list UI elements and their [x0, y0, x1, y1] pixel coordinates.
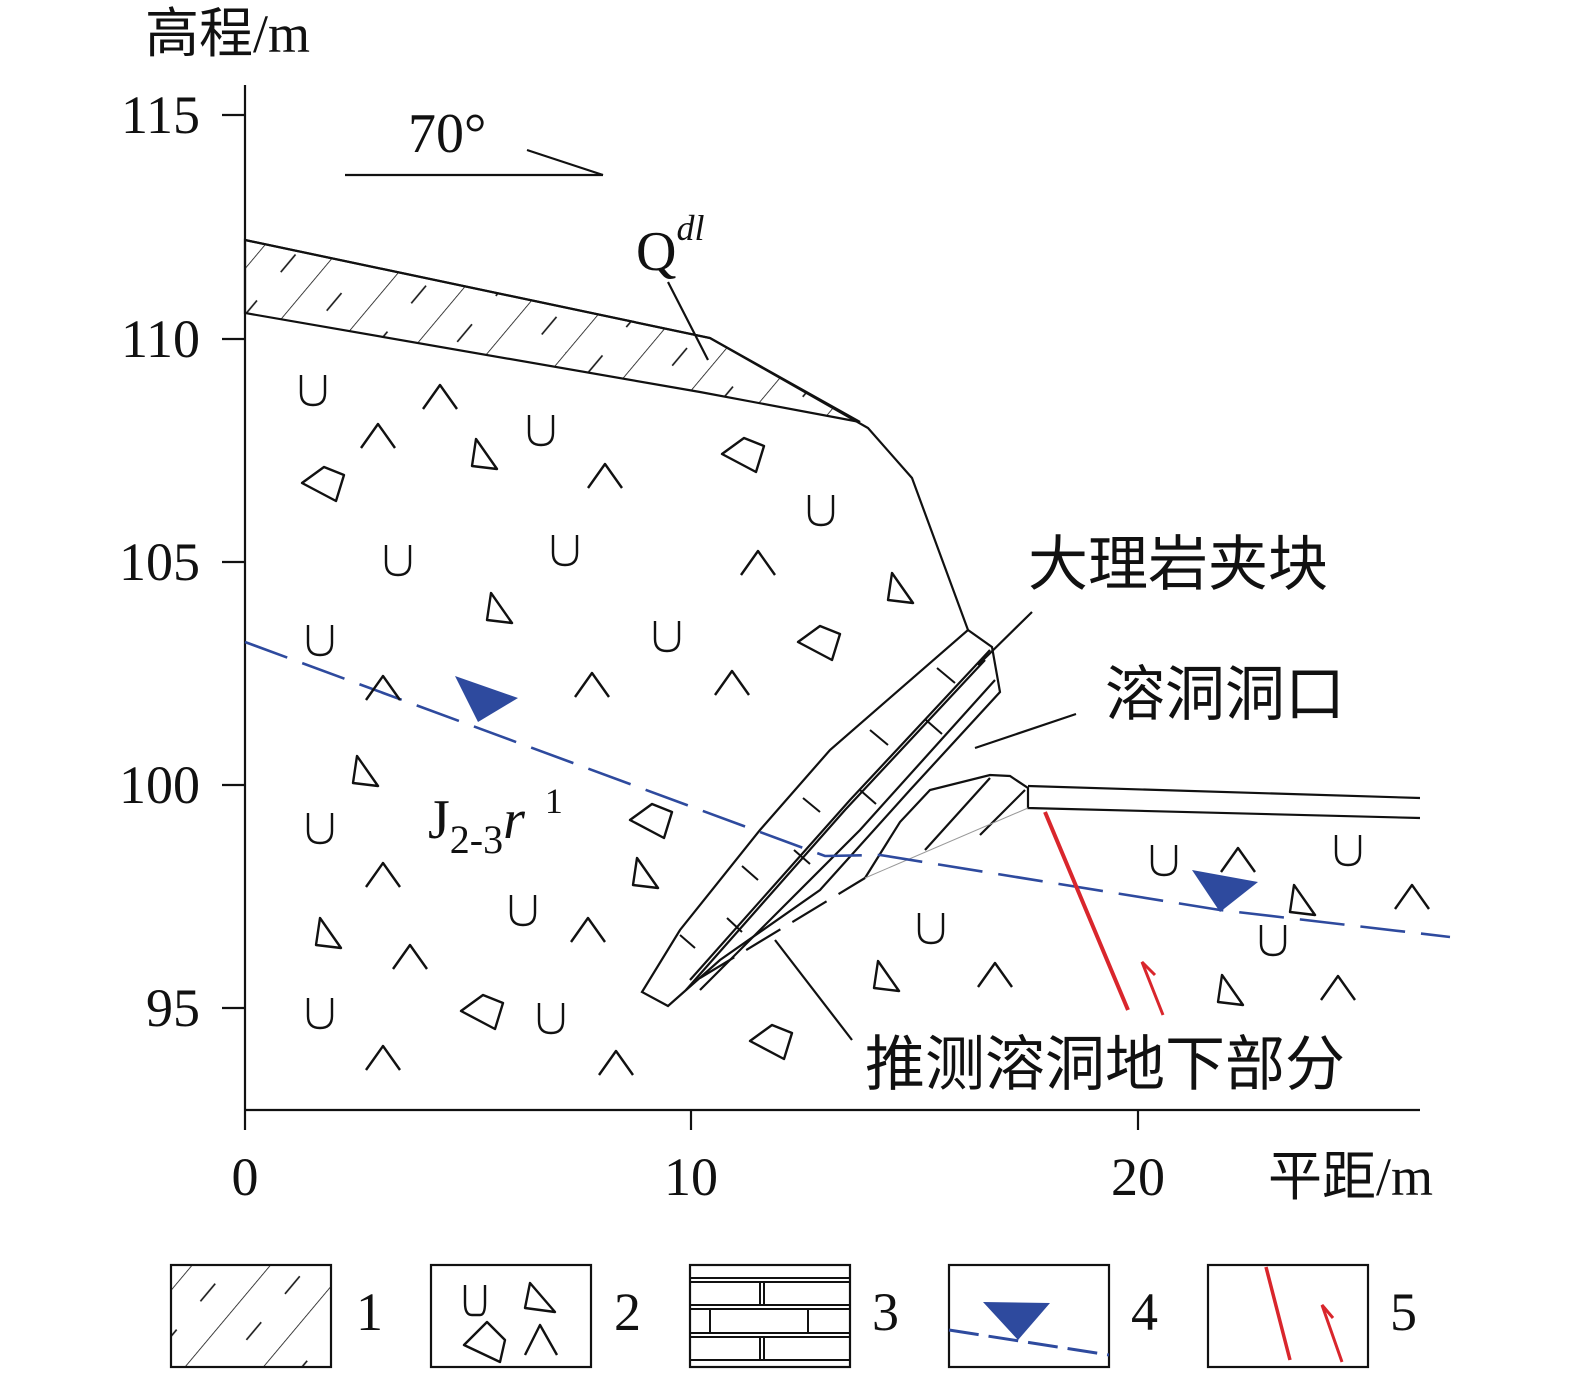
legend-number: 3 — [872, 1282, 899, 1342]
caret-symbol — [1394, 883, 1430, 910]
u-symbol — [1334, 835, 1362, 867]
quad-symbol — [628, 802, 674, 840]
caret-symbol — [422, 383, 458, 410]
quad-symbol — [459, 993, 505, 1031]
ground-surface — [244, 238, 970, 631]
marble-block — [640, 628, 1002, 1008]
u-symbol — [527, 415, 555, 447]
triangle-symbol — [1288, 883, 1317, 917]
quad-symbol — [300, 465, 346, 503]
x-tick-label: 10 — [664, 1147, 718, 1207]
u-symbol — [1150, 845, 1178, 877]
quad-symbol — [748, 1023, 794, 1061]
legend-item-3: 3 — [688, 1263, 899, 1369]
y-tick-label: 100 — [119, 755, 200, 815]
marble-block-label: 大理岩夹块 — [1028, 532, 1328, 598]
u-symbol — [384, 545, 412, 577]
caret-symbol — [365, 1044, 401, 1071]
y-tick-label: 95 — [146, 978, 200, 1038]
caret-symbol — [392, 943, 428, 970]
triangle-symbol — [470, 437, 499, 471]
x-axis: 0 10 20 平距/m — [232, 1108, 1433, 1207]
legend-item-1: 1 — [169, 1263, 383, 1369]
legend-item-2: 2 — [429, 1263, 641, 1369]
caret-symbol — [1320, 974, 1356, 1001]
caret-symbol — [714, 669, 750, 696]
y-tick-label: 105 — [119, 532, 200, 592]
u-symbol — [509, 895, 537, 927]
triangle-symbol — [314, 916, 343, 950]
legend-number: 2 — [614, 1282, 641, 1342]
u-symbol — [1259, 925, 1287, 957]
caret-symbol — [360, 422, 396, 449]
caret-symbol — [740, 549, 776, 576]
inferred-cave-boundary — [699, 877, 866, 979]
leader-line — [774, 939, 853, 1041]
x-tick-label: 20 — [1111, 1147, 1165, 1207]
triangle-symbol — [1216, 973, 1245, 1007]
quaternary-deposit-layer — [243, 238, 861, 424]
caret-symbol — [587, 462, 623, 489]
u-symbol — [306, 813, 334, 845]
leader-line — [977, 611, 1033, 666]
x-tick-label: 0 — [232, 1147, 259, 1207]
fault — [1043, 811, 1165, 1016]
rock-symbols — [299, 375, 1430, 1076]
inferred-cave-label: 推测溶洞地下部分 — [865, 1032, 1345, 1098]
quad-symbol — [720, 436, 766, 474]
y-axis: 115 110 105 100 95 高程/m — [119, 4, 310, 1110]
caret-symbol — [1220, 846, 1256, 873]
leader-line — [974, 712, 1077, 750]
u-symbol — [807, 495, 835, 527]
cave-entrance-label: 溶洞洞口 — [1105, 662, 1345, 728]
quaternary-label: Qdl — [636, 208, 704, 283]
legend-number: 1 — [356, 1282, 383, 1342]
dip-indicator: 70° — [345, 103, 604, 177]
caret-symbol — [365, 861, 401, 888]
triangle-symbol — [631, 856, 660, 890]
legend-item-4: 4 — [947, 1263, 1158, 1369]
triangle-symbol — [886, 571, 915, 605]
u-symbol — [653, 621, 681, 653]
caret-symbol — [598, 1049, 634, 1076]
leader-line — [667, 281, 709, 361]
legend-number: 5 — [1390, 1282, 1417, 1342]
cave-entrance-lip — [864, 712, 1421, 879]
u-symbol — [306, 625, 334, 657]
caret-symbol — [574, 671, 610, 698]
y-tick-label: 115 — [121, 85, 200, 145]
dip-angle-label: 70° — [408, 103, 486, 165]
u-symbol — [917, 913, 945, 945]
x-axis-label: 平距/m — [1268, 1147, 1433, 1207]
water-level-icon — [455, 676, 518, 722]
u-symbol — [537, 1003, 565, 1035]
triangle-symbol — [872, 959, 901, 993]
y-axis-label: 高程/m — [145, 4, 310, 64]
caret-symbol — [365, 674, 401, 701]
u-symbol — [551, 535, 579, 567]
triangle-symbol — [485, 591, 514, 625]
water-level-icon — [1192, 870, 1258, 912]
quad-symbol — [796, 624, 842, 662]
legend-number: 4 — [1131, 1282, 1158, 1342]
u-symbol — [299, 375, 327, 407]
u-symbol — [306, 998, 334, 1030]
caret-symbol — [570, 916, 606, 943]
legend: 1 2 3 4 — [169, 1263, 1417, 1369]
triangle-symbol — [351, 754, 380, 788]
caret-symbol — [977, 961, 1013, 988]
legend-item-5: 5 — [1206, 1263, 1417, 1369]
water-table — [244, 640, 1451, 939]
y-tick-label: 110 — [121, 309, 200, 369]
